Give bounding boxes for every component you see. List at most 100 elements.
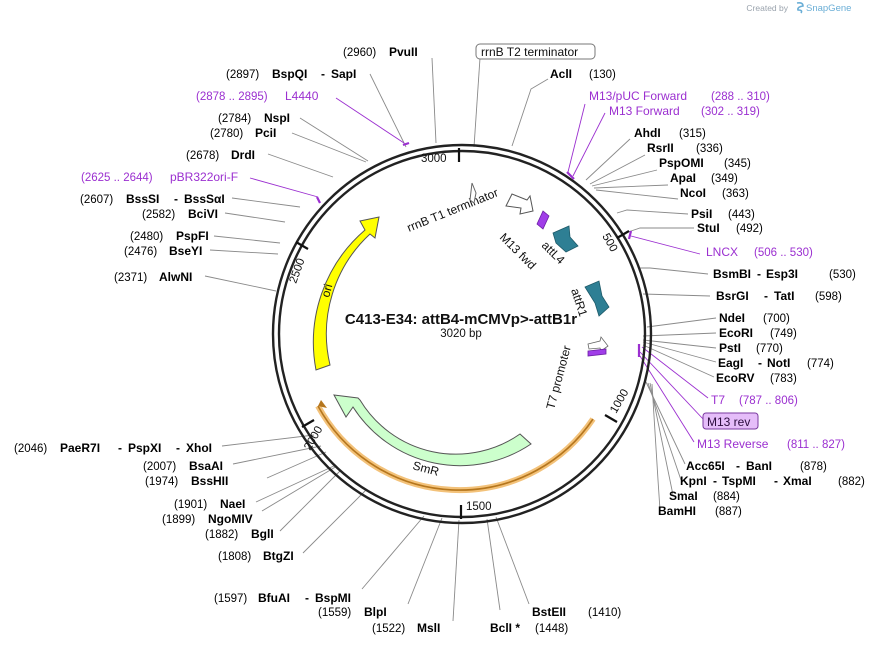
rrnb-t2-label-box[interactable] <box>475 43 596 60</box>
site-msli[interactable]: (1522) MslI <box>372 621 440 635</box>
marker-lncx <box>627 230 633 240</box>
svg-text:-: - <box>118 441 122 455</box>
site-pos: (2371) <box>114 272 147 284</box>
m13-fwd-primer-bar[interactable] <box>536 210 550 230</box>
primer-m13fwd[interactable]: M13 Forward (302 .. 319) <box>609 104 760 118</box>
site-pos: (770) <box>756 343 783 355</box>
site-bsrgi[interactable]: BsrGI - TatI (598) <box>716 289 842 303</box>
primer-m13puc[interactable]: M13/pUC Forward (288 .. 310) <box>589 89 770 103</box>
site-name: NgoMIV <box>208 512 253 526</box>
site-bamhi[interactable]: BamHI (887) <box>658 504 742 518</box>
site-bsaai[interactable]: (2007) BsaAI <box>143 459 223 473</box>
site-naei[interactable]: (1901) NaeI <box>174 497 245 511</box>
site-pos: (2046) <box>14 443 47 455</box>
smr-highlight-ring <box>315 404 596 494</box>
primer-l4440[interactable]: (2878 .. 2895) L4440 <box>196 89 319 103</box>
t7-primer-bar[interactable] <box>587 348 607 357</box>
site-rsrii[interactable]: RsrII (336) <box>647 141 723 155</box>
site-apai[interactable]: ApaI (349) <box>670 171 738 185</box>
rrnb-t2-feature[interactable] <box>469 182 477 204</box>
m13-rev-label-box[interactable] <box>702 412 759 430</box>
scale-ticks <box>295 148 630 519</box>
site-pcii[interactable]: (2780) PciI <box>210 126 276 140</box>
site-name: PaeR7I <box>60 441 100 455</box>
site-bspqi[interactable]: (2897) BspQI - SapI <box>226 67 356 81</box>
site-nspi[interactable]: (2784) NspI <box>218 111 290 125</box>
site-ahdi[interactable]: AhdI (315) <box>634 126 706 140</box>
primer-name: M13/pUC Forward <box>589 89 687 103</box>
site-btgzi[interactable]: (1808) BtgZI <box>218 549 294 563</box>
site-bgli[interactable]: (1882) BglI <box>205 527 274 541</box>
t7-promoter-feature[interactable] <box>587 336 609 352</box>
site-ecori[interactable]: EcoRI (749) <box>719 326 797 340</box>
site-pspomi[interactable]: PspOMI (345) <box>659 156 751 170</box>
site-ndei[interactable]: NdeI (700) <box>719 311 790 325</box>
site-paer7i[interactable]: (2046) PaeR7I - PspXI - XhoI <box>14 441 212 455</box>
site-name: NspI <box>264 111 290 125</box>
svg-text:-: - <box>176 441 180 455</box>
site-bfuai[interactable]: (1597) BfuAI - BspMI <box>214 591 351 605</box>
primer-m13reverse[interactable]: M13 Reverse (811 .. 827) <box>697 437 845 451</box>
site-bseyi[interactable]: (2476) BseYI <box>124 244 202 258</box>
site-bsmbi[interactable]: BsmBI - Esp3I (530) <box>713 267 856 281</box>
site-bcivi[interactable]: (2582) BciVI <box>142 207 218 221</box>
site-name: SmaI <box>669 489 698 503</box>
site-blpi[interactable]: (1559) BlpI <box>318 605 387 619</box>
site-stui[interactable]: StuI (492) <box>697 221 763 235</box>
site-eagi[interactable]: EagI - NotI (774) <box>718 356 834 370</box>
site-acc65i[interactable]: Acc65I - BanI (878) <box>686 459 827 473</box>
site-pos: (1559) <box>318 607 351 619</box>
primer-name: M13 Forward <box>609 104 680 118</box>
site-psii[interactable]: PsiI (443) <box>691 207 755 221</box>
attr1-feature[interactable] <box>584 280 610 317</box>
smr-highlight-line <box>317 405 594 491</box>
site-bsssi[interactable]: (2607) BssSI - BssSαI <box>80 192 225 206</box>
leader-rsrii <box>589 154 646 185</box>
primer-lncx[interactable]: LNCX (506 .. 530) <box>706 245 813 259</box>
leader-ecorv <box>642 344 715 378</box>
leader-psii <box>616 209 689 215</box>
leader-naei <box>255 464 337 503</box>
site-pos: (2897) <box>226 69 259 81</box>
site-smai[interactable]: SmaI (884) <box>669 489 740 503</box>
leader-smai <box>649 382 674 496</box>
svg-text:-: - <box>174 192 178 206</box>
site-bsteii[interactable]: BstEII (1410) <box>532 605 621 619</box>
rrnb-t1-feature[interactable] <box>505 193 534 215</box>
leader-psti <box>642 339 717 349</box>
site-acli[interactable]: AclI (130) <box>550 67 616 81</box>
attl4-feature[interactable] <box>552 225 579 253</box>
backbone-outer-strand <box>271 143 653 525</box>
site-pvuii[interactable]: (2960) PvuII <box>343 45 418 59</box>
ori-feature[interactable] <box>312 216 380 371</box>
site-alwni[interactable]: (2371) AlwNI <box>114 270 192 284</box>
leader-bsssi <box>231 197 301 208</box>
t7-promoter-label: T7 promoter <box>543 344 573 411</box>
site-drdi[interactable]: (2678) DrdI <box>186 148 255 162</box>
smr-label: SmR <box>411 458 441 479</box>
site-name: AclI <box>550 67 572 81</box>
site-pspfi[interactable]: (2480) PspFI <box>130 229 209 243</box>
site-name: BsrGI <box>716 289 749 303</box>
snapgene-logo-icon <box>796 2 804 14</box>
leader-bsrgi <box>642 293 711 297</box>
leader-l4440 <box>335 97 405 144</box>
site-psti[interactable]: PstI (770) <box>719 341 783 355</box>
site-name-2: PspXI <box>128 441 161 455</box>
site-name: BstEII <box>532 605 566 619</box>
site-ncoi[interactable]: NcoI (363) <box>680 186 749 200</box>
site-ngomiv[interactable]: (1899) NgoMIV <box>162 512 253 526</box>
site-ecorv[interactable]: EcoRV (783) <box>716 371 797 385</box>
site-kpni[interactable]: KpnI - TspMI - XmaI (882) <box>680 474 865 488</box>
primer-pbr322[interactable]: (2625 .. 2644) pBR322ori-F <box>81 170 238 184</box>
primer-range: (811 .. 827) <box>787 439 845 451</box>
site-pos: (774) <box>807 358 834 370</box>
site-name: EcoRI <box>719 326 753 340</box>
site-bcli[interactable]: BclI * (1448) <box>490 621 568 635</box>
smr-feature[interactable] <box>333 394 532 467</box>
site-pos: (443) <box>728 209 755 221</box>
primer-t7[interactable]: T7 (787 .. 806) <box>711 393 798 407</box>
site-name: BclI * <box>490 621 520 635</box>
rrnb-t1-label: rrnB T1 terminator <box>405 185 500 234</box>
site-bsshii[interactable]: (1974) BssHII <box>145 474 228 488</box>
